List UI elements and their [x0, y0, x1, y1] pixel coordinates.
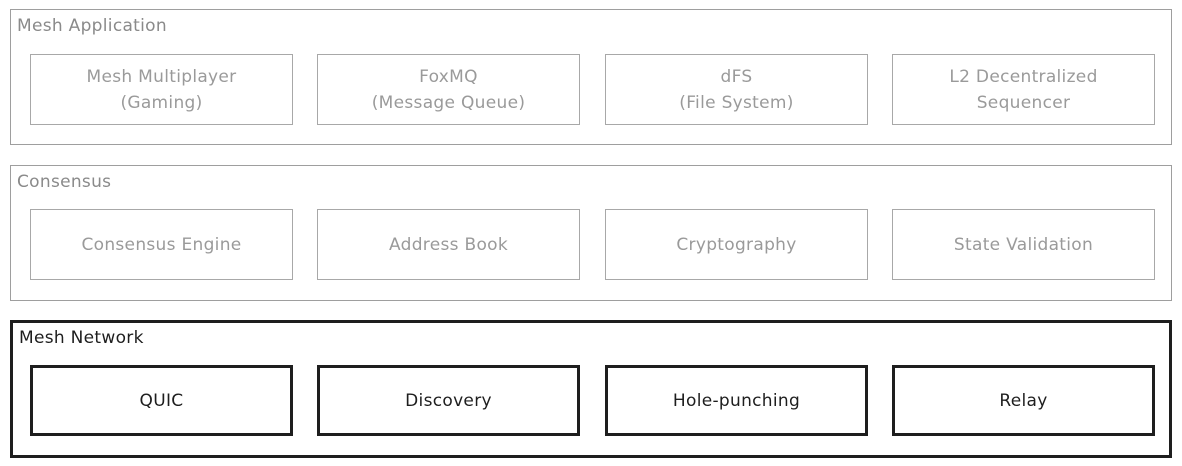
box-label: Hole-punching [672, 390, 801, 411]
box-label: Cryptography [676, 234, 797, 255]
box-label: FoxMQ (Message Queue) [371, 66, 526, 113]
box-consensus-engine: Consensus Engine [30, 209, 293, 280]
box-cryptography: Cryptography [605, 209, 868, 280]
box-l2-sequencer: L2 Decentralized Sequencer [892, 54, 1155, 125]
box-label: Consensus Engine [81, 234, 242, 255]
box-hole-punching: Hole-punching [605, 365, 868, 436]
layer-mesh-application: Mesh Application Mesh Multiplayer (Gamin… [10, 9, 1172, 145]
layer-mesh-network: Mesh Network QUIC Discovery Hole-punchin… [10, 320, 1172, 458]
box-foxmq: FoxMQ (Message Queue) [317, 54, 580, 125]
box-address-book: Address Book [317, 209, 580, 280]
box-label: Mesh Multiplayer (Gaming) [86, 66, 237, 113]
box-label: L2 Decentralized Sequencer [949, 66, 1098, 113]
layer-title: Mesh Application [17, 16, 167, 36]
layer-title: Consensus [17, 172, 112, 192]
box-label: QUIC [139, 390, 184, 411]
box-label: Relay [999, 390, 1048, 411]
box-label: Discovery [405, 390, 492, 411]
box-label: State Validation [953, 234, 1094, 255]
box-dfs: dFS (File System) [605, 54, 868, 125]
box-state-validation: State Validation [892, 209, 1155, 280]
box-relay: Relay [892, 365, 1155, 436]
layer-consensus: Consensus Consensus Engine Address Book … [10, 165, 1172, 301]
box-mesh-multiplayer: Mesh Multiplayer (Gaming) [30, 54, 293, 125]
box-discovery: Discovery [317, 365, 580, 436]
box-label: dFS (File System) [679, 66, 794, 113]
layer-title: Mesh Network [19, 328, 144, 348]
box-label: Address Book [388, 234, 508, 255]
box-quic: QUIC [30, 365, 293, 436]
